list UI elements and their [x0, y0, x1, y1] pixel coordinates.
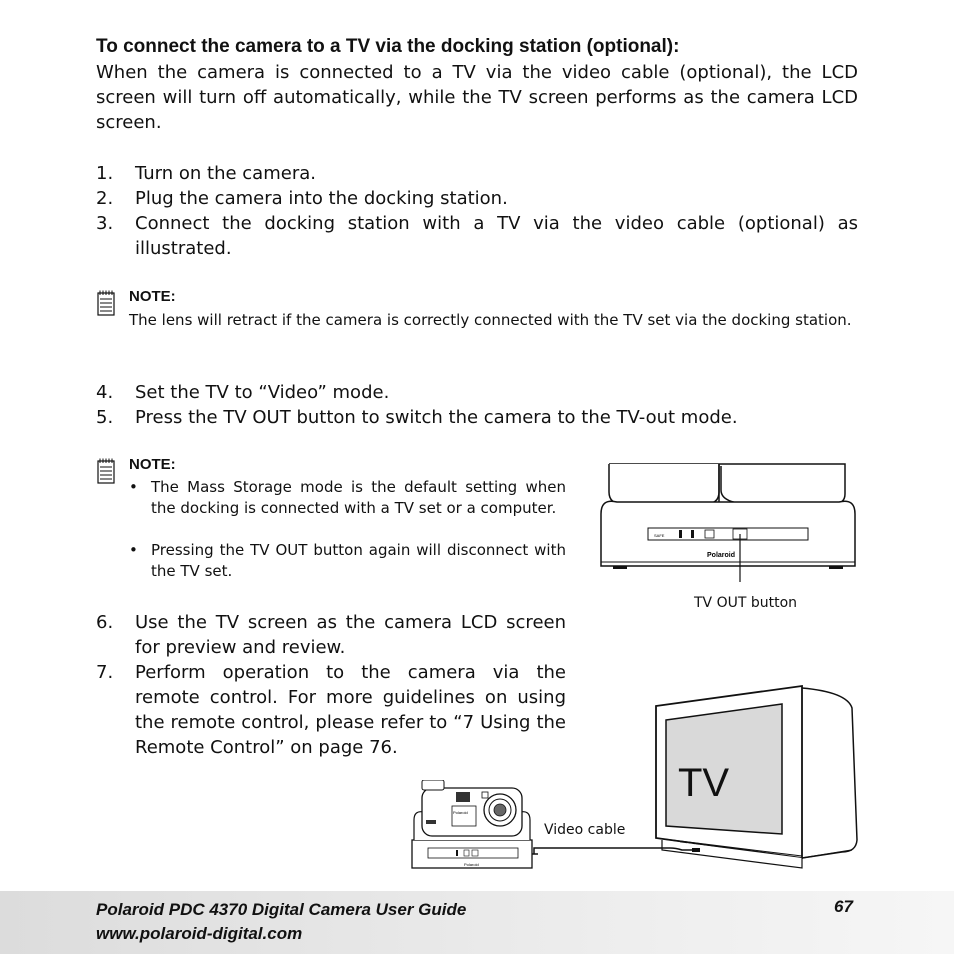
note-icon	[97, 458, 115, 484]
tv-figure: TV	[655, 684, 858, 869]
brand-logo: Polaroid	[707, 552, 735, 559]
intro-paragraph: When the camera is connected to a TV via…	[96, 62, 858, 133]
camera-dock-figure: Polaroid Polaroid	[411, 780, 538, 869]
footer-url: www.polaroid-digital.com	[96, 924, 303, 943]
brand-logo: Polaroid	[464, 862, 479, 867]
note-bullet: • Pressing the TV OUT button again will …	[129, 541, 566, 580]
note-title: NOTE:	[129, 288, 176, 305]
page-number: 67	[834, 897, 853, 916]
tv-screen-label: TV	[678, 761, 729, 805]
bullet-dot: •	[129, 478, 138, 496]
section-heading: To connect the camera to a TV via the do…	[96, 36, 680, 57]
list-item: 6. Use the TV screen as the camera LCD s…	[96, 612, 566, 658]
video-cable	[533, 847, 700, 854]
note-title: NOTE:	[129, 456, 176, 473]
list-item: 1. Turn on the camera.	[96, 163, 316, 184]
note-text: The lens will retract if the camera is c…	[129, 311, 852, 329]
footer	[0, 891, 954, 954]
safe-label: SAFE	[654, 533, 665, 538]
brand-logo: Polaroid	[453, 810, 468, 815]
footer-title: Polaroid PDC 4370 Digital Camera User Gu…	[96, 900, 467, 919]
list-item: 4. Set the TV to “Video” mode.	[96, 382, 390, 403]
note-bullet: • The Mass Storage mode is the default s…	[129, 478, 566, 517]
list-item: 5. Press the TV OUT button to switch the…	[96, 407, 738, 428]
list-item: 7. Perform operation to the camera via t…	[96, 662, 566, 758]
video-cable-caption: Video cable	[544, 822, 626, 838]
docking-station-figure: SAFE Polaroid	[600, 463, 856, 582]
tv-out-caption: TV OUT button	[694, 595, 798, 611]
note-icon	[97, 290, 115, 316]
bullet-dot: •	[129, 541, 138, 559]
list-item: 2. Plug the camera into the docking stat…	[96, 188, 508, 209]
list-item: 3. Connect the docking station with a TV…	[96, 213, 858, 259]
